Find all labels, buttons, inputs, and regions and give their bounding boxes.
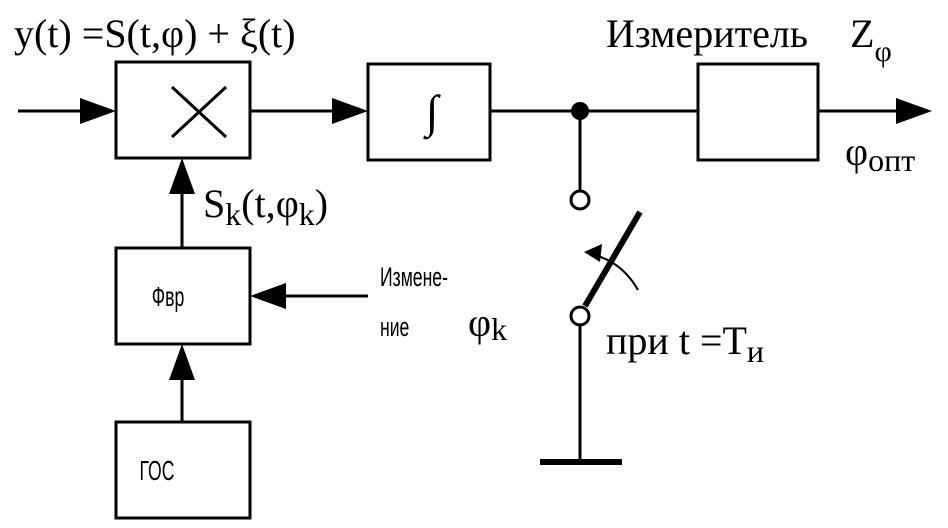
arrow-to-multiplier: [169, 158, 195, 194]
multiplier-block: [114, 60, 252, 160]
generator-label: ГОС: [140, 455, 175, 486]
change-label-line2: ние: [380, 312, 409, 341]
arrow-to-integrator: [332, 98, 368, 124]
meter-z-symbol: Zφ: [850, 11, 892, 68]
switch-lower-contact: [569, 305, 591, 327]
integrator-block: [366, 62, 492, 162]
generator-block: [114, 420, 252, 520]
change-phi-k: φk: [468, 300, 507, 347]
phase-shifter-label: Фвр: [152, 281, 185, 312]
reference-signal-label: Sk(t,φk): [203, 181, 328, 232]
input-arrow: [80, 98, 116, 124]
switch-rotation-arrow: [584, 244, 602, 262]
arrow-to-phase-shifter: [250, 283, 286, 309]
output-arrow: [896, 98, 932, 124]
switch-condition-label: при t =Tи: [606, 318, 764, 369]
output-phi-opt: φопт: [845, 129, 915, 178]
change-label-line1: Измене-: [380, 262, 448, 291]
meter-block: [696, 62, 820, 162]
multiply-icon: [170, 85, 228, 139]
switch-lever: [582, 210, 643, 308]
arrow-to-phase-shifter-vertical: [169, 344, 195, 380]
switch-upper-contact: [569, 189, 591, 211]
meter-label: Измеритель: [606, 11, 808, 56]
integral-symbol: ∫: [423, 86, 441, 140]
input-signal-expression: y(t) =S(t,φ) + ξ(t): [14, 11, 296, 56]
phase-shifter-block: [114, 246, 252, 346]
